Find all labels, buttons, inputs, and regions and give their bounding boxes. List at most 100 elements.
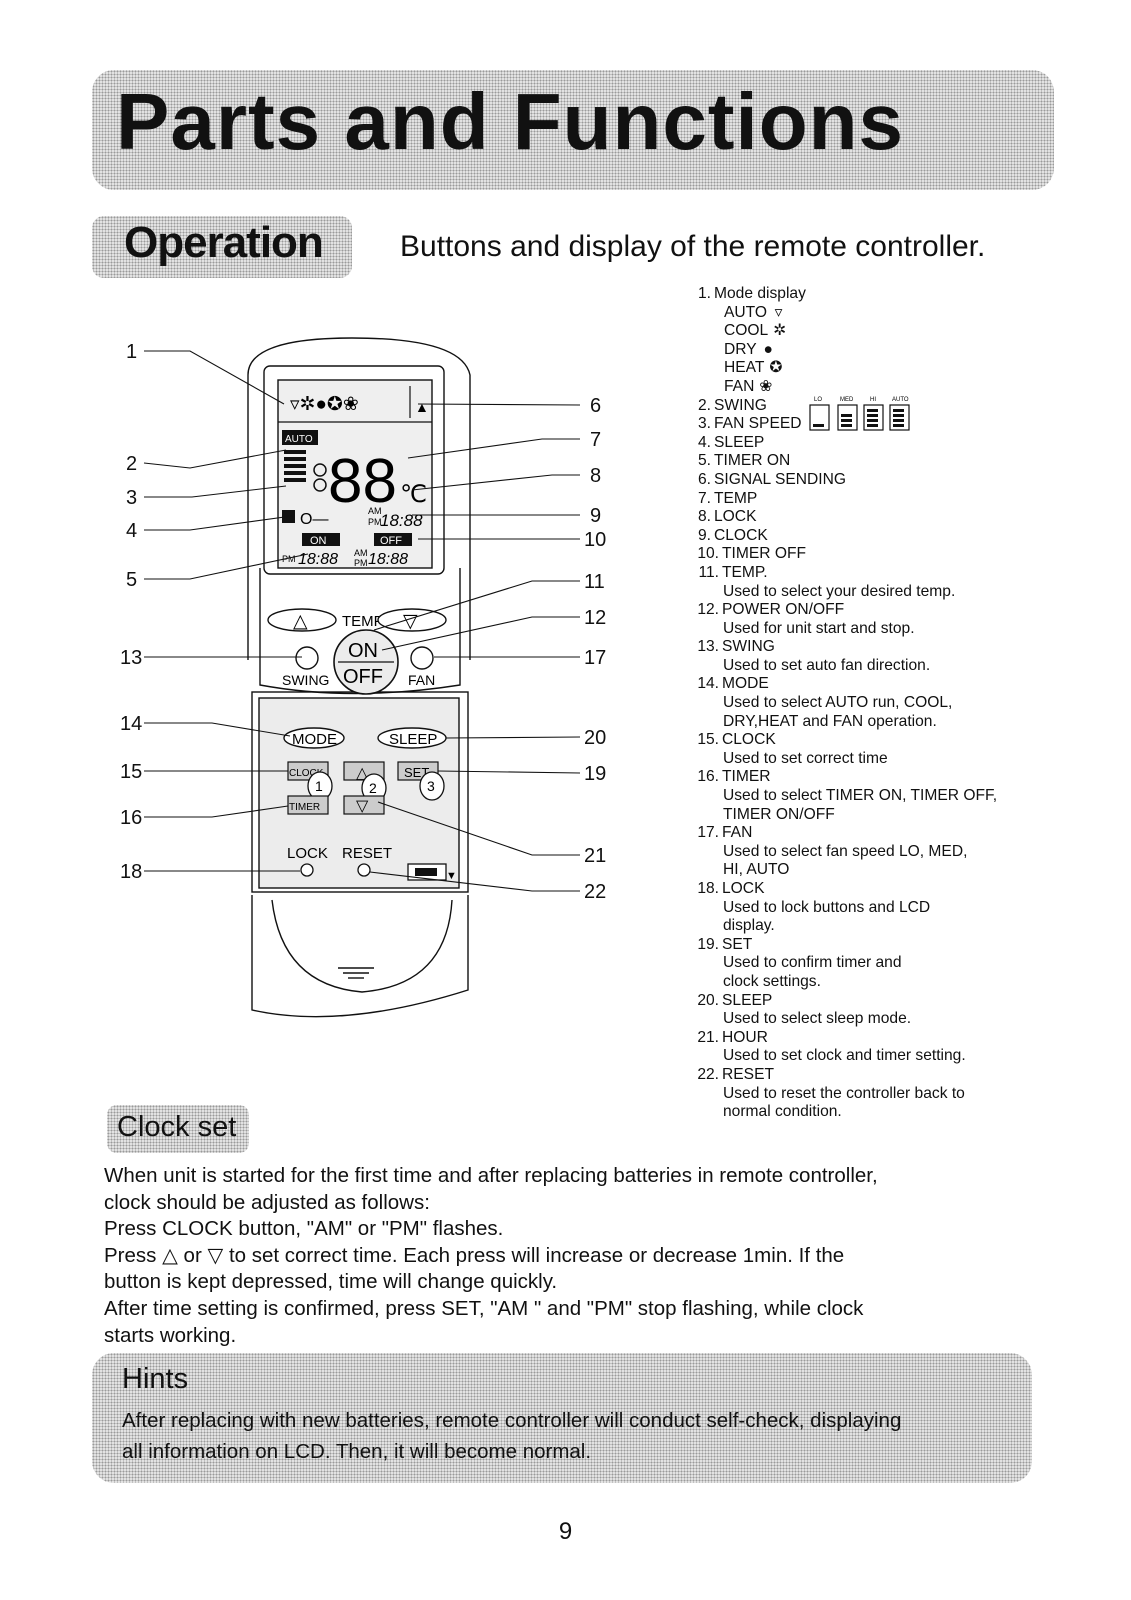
swing-button[interactable] xyxy=(295,646,319,670)
part-20-desc: Used to select sleep mode. xyxy=(723,1010,912,1028)
part-item-22: 22.RESET xyxy=(697,1065,774,1083)
temp-up-button[interactable]: △ xyxy=(267,608,337,632)
hints-line-2: all information on LCD. Then, it will be… xyxy=(122,1440,592,1463)
power-on-off-button[interactable]: ON OFF xyxy=(333,629,399,695)
callout-21: 21 xyxy=(584,845,606,867)
step-3-label: 3 xyxy=(427,778,435,794)
part-16-desc-2: TIMER ON/OFF xyxy=(723,805,835,823)
operation-heading: Operation xyxy=(124,218,324,267)
auto-mode-icon: ▿ xyxy=(774,303,783,321)
hand-pointer-icons xyxy=(307,771,445,803)
part-item-1: 1.Mode display xyxy=(697,285,806,302)
lock-icon: O— xyxy=(300,511,328,528)
part-12-desc: Used for unit start and stop. xyxy=(723,619,915,637)
clock-line-5: button is kept depressed, time will chan… xyxy=(104,1270,558,1294)
part-item-13: 13.SWING xyxy=(697,638,775,656)
callout-5: 5 xyxy=(126,569,137,591)
callout-6: 6 xyxy=(590,395,601,417)
reset-button[interactable] xyxy=(357,863,371,877)
callout-leader-lines xyxy=(143,350,581,892)
cool-mode-icon: ✲ xyxy=(773,322,787,340)
step-1-label: 1 xyxy=(315,778,323,794)
callout-4: 4 xyxy=(126,520,137,542)
timer-button[interactable]: TIMER xyxy=(287,795,329,815)
part-19-desc-1: Used to confirm timer and xyxy=(723,954,902,972)
callout-12: 12 xyxy=(584,607,606,629)
lcd-auto-label: AUTO xyxy=(285,434,313,445)
callout-10: 10 xyxy=(584,529,606,551)
clock-line-7: starts working. xyxy=(104,1323,237,1347)
callout-18: 18 xyxy=(120,861,142,883)
operation-banner: Operation xyxy=(92,216,352,278)
swing-label: SWING xyxy=(282,672,329,688)
part-item-14: 14.MODE xyxy=(697,675,769,693)
svg-text:ON: ON xyxy=(348,640,378,662)
lcd-temp-digits: 88 xyxy=(328,447,397,516)
svg-text:PM: PM xyxy=(354,558,368,568)
callout-8: 8 xyxy=(590,465,601,487)
svg-text:CLOCK: CLOCK xyxy=(289,768,324,779)
callout-16: 16 xyxy=(120,807,142,829)
part-14-desc-1: Used to select AUTO run, COOL, xyxy=(723,694,953,712)
remote-controller-figure: ▿✲●✪❀ ▲ AUTO 88 ℃ O— AM PM 18:88 ON OFF … xyxy=(120,337,606,1018)
mode-heat: HEAT✪ xyxy=(724,359,783,377)
part-item-11: 11.TEMP. xyxy=(698,563,768,581)
hints-body: After replacing with new batteries, remo… xyxy=(122,1405,1002,1467)
svg-text:OFF: OFF xyxy=(343,666,383,688)
part-14-desc-2: DRY,HEAT and FAN operation. xyxy=(723,712,937,730)
part-17-desc-1: Used to select fan speed LO, MED, xyxy=(723,842,968,860)
signal-sending-icon: ▲ xyxy=(415,399,429,415)
sleep-button[interactable]: SLEEP xyxy=(377,727,447,749)
hour-down-button[interactable]: ▽ xyxy=(343,795,385,815)
fan-speed-auto: AUTO xyxy=(892,397,909,403)
part-item-10: 10.TIMER OFF xyxy=(697,545,807,563)
mode-button[interactable]: MODE xyxy=(283,727,345,749)
part-15-desc: Used to set correct time xyxy=(723,749,888,767)
mode-cool: COOL✲ xyxy=(724,322,787,340)
callout-22: 22 xyxy=(584,881,606,903)
heat-mode-icon: ✪ xyxy=(769,359,783,377)
remote-lower-arc xyxy=(271,899,453,993)
callout-15: 15 xyxy=(120,761,142,783)
lcd-clock-digits: 18:88 xyxy=(380,511,423,530)
lcd-timer-on-digits: 18:88 xyxy=(298,551,338,568)
clock-line-3: Press CLOCK button, "AM" or "PM" flashes… xyxy=(104,1217,504,1241)
part-16-desc-1: Used to select TIMER ON, TIMER OFF, xyxy=(723,787,998,805)
lcd-off-label: OFF xyxy=(380,535,402,547)
lcd-pm: PM xyxy=(368,517,382,527)
page-title: Parts and Functions xyxy=(116,77,904,166)
temp-down-button[interactable]: ▽ xyxy=(377,608,447,632)
callout-1: 1 xyxy=(126,341,137,363)
lcd-mode-icons: ▿✲●✪❀ xyxy=(290,394,359,415)
svg-text:▼: ▼ xyxy=(446,870,457,882)
svg-text:△: △ xyxy=(293,611,308,632)
title-banner: Parts and Functions xyxy=(92,70,1054,190)
part-18-desc-2: display. xyxy=(723,917,775,935)
fan-speed-med: MED xyxy=(840,397,854,403)
lcd-fan-speed-bars xyxy=(284,450,306,482)
fan-label: FAN xyxy=(408,672,435,688)
svg-text:SLEEP: SLEEP xyxy=(389,731,437,748)
part-item-4: 4.SLEEP xyxy=(697,433,765,451)
remote-upper-panel xyxy=(259,568,461,695)
part-item-7: 7.TEMP xyxy=(697,489,758,507)
part-item-5: 5.TIMER ON xyxy=(697,452,791,470)
lock-button[interactable] xyxy=(300,863,314,877)
part-item-19: 19.SET xyxy=(697,935,753,953)
remote-body-outline xyxy=(247,337,471,660)
part-item-6: 6.SIGNAL SENDING xyxy=(697,470,846,488)
clock-set-heading: Clock set xyxy=(117,1111,237,1143)
part-item-16: 16.TIMER xyxy=(697,768,771,786)
svg-text:PM: PM xyxy=(282,554,296,564)
fan-mode-icon: ❀ xyxy=(759,377,773,395)
part-item-9: 9.CLOCK xyxy=(697,526,768,544)
part-item-2: 2.SWING xyxy=(697,396,767,414)
part-item-3: 3.FAN SPEED xyxy=(697,415,802,433)
fan-speed-indicator-icons: LO MED HI AUTO xyxy=(809,397,910,431)
lcd-on-label: ON xyxy=(310,535,327,547)
fan-button[interactable] xyxy=(410,646,434,670)
callout-2: 2 xyxy=(126,453,137,475)
part-item-17: 17.FAN xyxy=(697,824,753,842)
fan-speed-lo: LO xyxy=(814,397,822,403)
clock-line-6: After time setting is confirmed, press S… xyxy=(104,1296,864,1320)
